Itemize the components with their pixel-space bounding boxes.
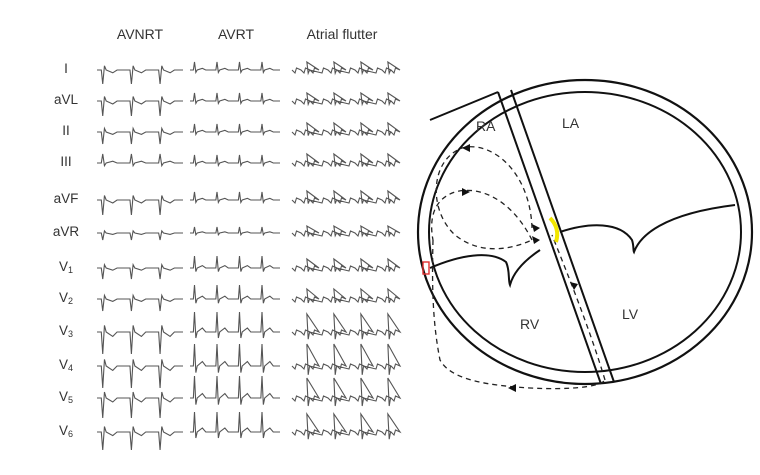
ecg-trace — [97, 229, 183, 241]
lead-subscript: 1 — [68, 265, 74, 275]
lead-label: aVF — [42, 191, 90, 206]
lead-subscript: 5 — [68, 395, 74, 405]
chamber-label-lv: LV — [622, 306, 639, 322]
ecg-traces — [97, 60, 402, 451]
septum-line-right — [510, 89, 615, 383]
lead-name: V — [58, 290, 68, 305]
ecg-trace — [190, 61, 280, 75]
ecg-trace — [291, 224, 401, 238]
ecg-trace — [291, 152, 401, 168]
lead-label: V4 — [42, 357, 90, 373]
reentry-circuit — [431, 146, 606, 390]
lead-name: V — [58, 259, 68, 274]
column-header-atrial-flutter: Atrial flutter — [306, 26, 378, 42]
lead-label: aVL — [42, 92, 90, 107]
lead-name: V — [58, 323, 68, 338]
lead-name: II — [62, 123, 70, 138]
column-header-avnrt: AVNRT — [116, 26, 164, 42]
lead-label: II — [42, 123, 90, 138]
ecg-trace — [97, 195, 183, 216]
ecg-trace — [97, 65, 183, 85]
ecg-trace — [97, 262, 183, 280]
lead-label: aVR — [42, 224, 90, 239]
lead-subscript: 4 — [68, 363, 74, 373]
ecg-trace — [291, 121, 401, 137]
circuit-arrows — [462, 144, 578, 392]
tricuspid-valve — [429, 249, 541, 289]
lead-name: III — [60, 154, 72, 169]
ecg-trace — [291, 412, 402, 440]
arrow-4 — [532, 236, 540, 244]
lead-label: III — [42, 154, 90, 169]
lead-subscript: 3 — [68, 329, 74, 339]
lead-label: I — [42, 61, 90, 76]
yellow-pathway-highlight — [548, 216, 560, 243]
ecg-trace — [291, 91, 401, 107]
lead-label: V6 — [42, 423, 90, 439]
ecg-trace — [291, 189, 401, 205]
arrow-3 — [532, 224, 540, 232]
lead-name: aVL — [53, 92, 79, 107]
column-header-avrt: AVRT — [217, 26, 255, 42]
ecg-trace — [97, 153, 183, 168]
lead-name: V — [58, 423, 68, 438]
heart-inner-wall — [428, 91, 742, 373]
ecg-trace — [190, 255, 280, 272]
heart-outer-wall — [416, 78, 754, 386]
right-atrium-wall — [429, 91, 499, 121]
lead-name: I — [64, 61, 68, 76]
chamber-label-rv: RV — [520, 316, 540, 332]
arrow-2 — [462, 188, 470, 196]
ecg-trace — [190, 226, 280, 237]
ecg-trace — [97, 325, 183, 355]
ecg-trace — [291, 377, 402, 407]
ecg-trace — [97, 426, 183, 451]
mitral-valve — [559, 204, 736, 255]
ecg-trace — [190, 411, 280, 439]
lead-subscript: 6 — [68, 429, 74, 439]
ecg-trace — [97, 391, 183, 419]
lead-name: aVR — [52, 224, 80, 239]
arrow-5 — [570, 282, 578, 290]
lead-label: V1 — [42, 259, 90, 275]
ecg-trace — [291, 257, 401, 273]
lead-subscript: 2 — [68, 296, 74, 306]
ecg-trace — [190, 123, 280, 137]
ecg-trace — [97, 126, 183, 145]
septum-line-left — [497, 91, 602, 385]
lead-name: V — [58, 389, 68, 404]
chamber-label-ra: RA — [476, 118, 496, 134]
ecg-trace — [190, 311, 280, 339]
ecg-trace — [190, 343, 280, 373]
arrow-6 — [508, 384, 516, 392]
lead-label: V5 — [42, 389, 90, 405]
red-pathway-highlight — [422, 261, 430, 275]
ecg-trace — [190, 92, 280, 106]
ecg-trace — [291, 287, 401, 304]
ecg-trace — [190, 284, 280, 304]
lead-name: V — [58, 357, 68, 372]
ecg-trace — [291, 312, 402, 340]
arrow-1 — [462, 144, 470, 152]
ecg-trace — [291, 343, 402, 375]
ecg-trace — [190, 375, 280, 405]
ecg-trace — [97, 96, 183, 117]
ecg-trace — [190, 154, 280, 168]
lead-name: aVF — [53, 191, 79, 206]
ecg-trace — [97, 359, 183, 389]
lead-label: V2 — [42, 290, 90, 306]
ecg-trace — [291, 60, 401, 76]
ecg-trace — [190, 191, 280, 205]
chamber-label-la: LA — [562, 115, 580, 131]
ecg-trace — [97, 293, 183, 312]
lead-label: V3 — [42, 323, 90, 339]
